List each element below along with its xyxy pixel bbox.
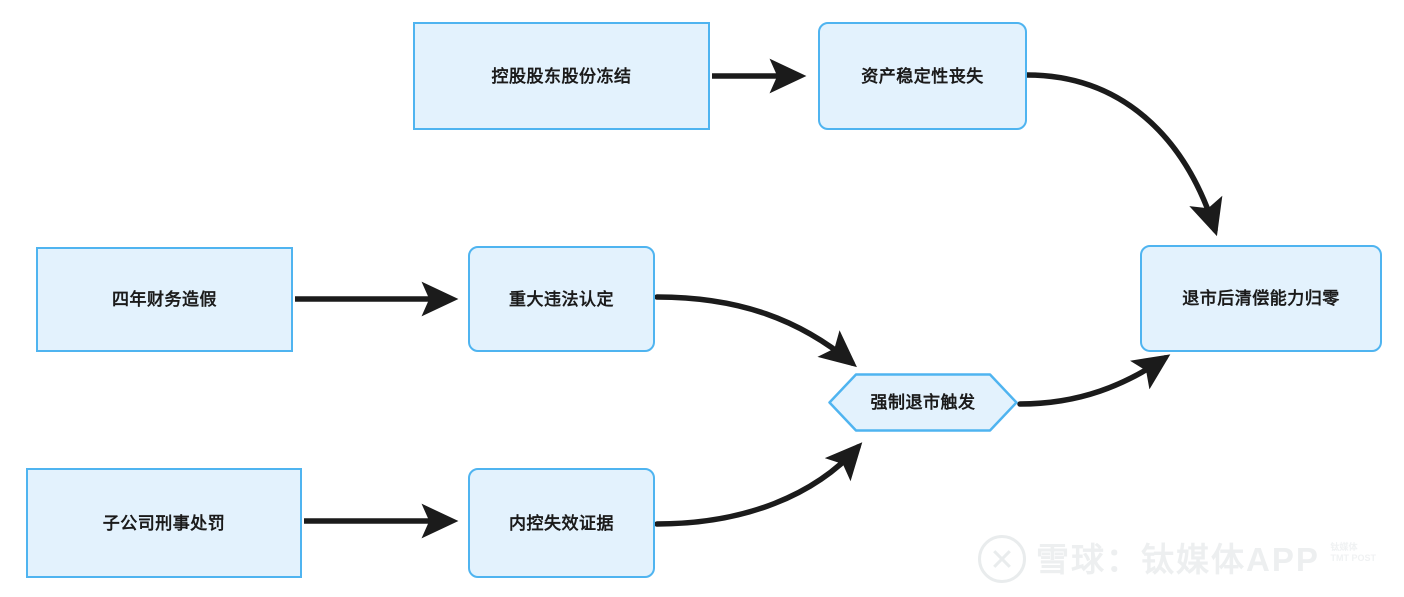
edge-n5-n6 xyxy=(1017,354,1171,407)
node-asset-stability-loss[interactable]: 资产稳定性丧失 xyxy=(818,22,1027,130)
node-major-violation-determination[interactable]: 重大违法认定 xyxy=(468,246,655,352)
watermark: 雪球：钛媒体APP 钛媒体 TMT POST xyxy=(978,528,1378,590)
watermark-sub-line-2: TMT POST xyxy=(1330,553,1377,564)
node-label: 重大违法认定 xyxy=(509,289,614,309)
node-four-year-financial-fraud[interactable]: 四年财务造假 xyxy=(36,247,293,352)
edge-n2-n6 xyxy=(1024,72,1223,237)
node-label: 退市后清偿能力归零 xyxy=(1182,289,1340,308)
x-circle-icon xyxy=(978,535,1026,583)
node-label: 控股股东股份冻结 xyxy=(491,66,632,86)
node-label: 四年财务造假 xyxy=(112,290,217,309)
node-forced-delisting-trigger[interactable]: 强制退市触发 xyxy=(828,373,1018,432)
watermark-sublabel: 钛媒体 TMT POST xyxy=(1331,542,1377,565)
node-label: 资产稳定性丧失 xyxy=(861,66,984,86)
node-post-delisting-zero-repayment[interactable]: 退市后清偿能力归零 xyxy=(1140,245,1382,352)
watermark-text: 雪球：钛媒体APP xyxy=(1036,540,1320,578)
node-subsidiary-criminal-penalty[interactable]: 子公司刑事处罚 xyxy=(26,468,302,578)
node-internal-control-failure-evidence[interactable]: 内控失效证据 xyxy=(468,468,655,578)
node-label: 强制退市触发 xyxy=(870,393,976,412)
node-controlling-shareholder-freeze[interactable]: 控股股东股份冻结 xyxy=(413,22,710,130)
node-label: 子公司刑事处罚 xyxy=(102,513,226,533)
node-label: 内控失效证据 xyxy=(509,513,614,533)
edge-n8-n5 xyxy=(654,442,863,527)
watermark-sub-line-1: 钛媒体 xyxy=(1330,542,1358,552)
hexagon-shape xyxy=(828,373,1018,432)
edge-n4-n5 xyxy=(654,294,857,368)
